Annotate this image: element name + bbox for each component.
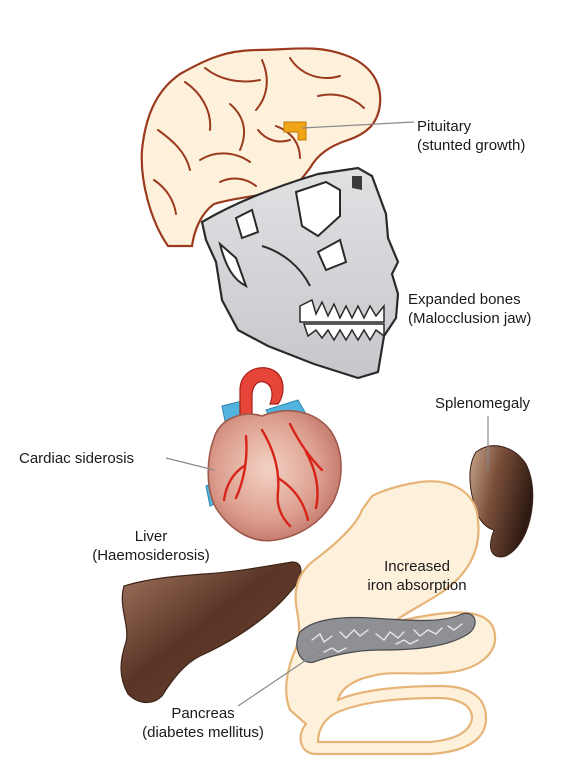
label-pituitary-line2: (stunted growth) [417, 137, 526, 154]
label-pancreas-line1: Pancreas [171, 705, 235, 722]
brain-fold [317, 93, 365, 109]
label-bones: Expanded bones (Malocclusion jaw) [408, 290, 531, 328]
skull-nose-cavity [316, 238, 348, 272]
pancreas-texture [447, 623, 463, 631]
spleen [469, 445, 534, 558]
pancreas-texture [413, 627, 443, 637]
brain-fold [199, 152, 251, 163]
leader-line-pancreas [237, 643, 331, 707]
pancreas-texture [375, 631, 405, 641]
label-pancreas: Pancreas (diabetes mellitus) [128, 704, 278, 742]
brain-fold [275, 125, 301, 159]
skull-teeth-lower [302, 323, 385, 342]
pancreas-texture [311, 632, 333, 644]
pancreas-texture [323, 647, 347, 653]
label-liver-line1: Liver [134, 528, 168, 545]
skull-orbit [294, 180, 341, 238]
pancreas-texture [339, 629, 369, 639]
brain-fold [255, 59, 268, 111]
label-spleen: Splenomegaly [435, 394, 530, 413]
skull-temporal-hole [234, 208, 260, 240]
label-pituitary-line1: Pituitary [417, 118, 472, 135]
label-iron-line1: Increased [384, 558, 450, 575]
leader-line-pituitary [301, 121, 415, 129]
coronary-vessel [260, 428, 292, 528]
skull-teeth-upper [299, 298, 385, 323]
label-liver: Liver (Haemosiderosis) [76, 527, 226, 565]
coronary-vessel [276, 476, 310, 522]
brain-fold [184, 81, 212, 131]
pancreas [296, 612, 476, 664]
liver [120, 561, 302, 704]
label-liver-line2: (Haemosiderosis) [92, 547, 210, 564]
skull-nasal [352, 176, 362, 190]
heart-outline [207, 409, 342, 542]
brain-fold [157, 129, 191, 171]
brain-fold [219, 177, 257, 187]
label-iron-line2: iron absorption [367, 577, 467, 594]
skull [200, 166, 400, 380]
pituitary-gland [283, 121, 307, 141]
label-bones-line1: Expanded bones [408, 291, 521, 308]
coronary-vessel [288, 422, 324, 472]
heart [205, 367, 342, 542]
brain-fold [257, 129, 291, 143]
label-bones-line2: (Malocclusion jaw) [408, 310, 532, 327]
coronary-vessel [222, 464, 246, 502]
pancreas-texture [395, 639, 419, 645]
label-iron: Increased iron absorption [352, 557, 482, 595]
coronary-vessel [304, 450, 319, 510]
label-cardiac: Cardiac siderosis [19, 449, 134, 468]
skull-jaw-hole [218, 241, 248, 289]
leader-line-cardiac [165, 457, 215, 471]
brain-fold [204, 67, 261, 83]
label-pituitary: Pituitary (stunted growth) [417, 117, 525, 155]
label-pancreas-line2: (diabetes mellitus) [142, 724, 264, 741]
label-cardiac-line1: Cardiac siderosis [19, 450, 135, 467]
brain-fold [153, 179, 177, 215]
brain-fold [229, 103, 246, 151]
brain-fold [289, 57, 341, 79]
label-spleen-line1: Splenomegaly [435, 395, 531, 412]
skull-zygomatic [261, 245, 311, 287]
coronary-vessel [234, 434, 248, 500]
